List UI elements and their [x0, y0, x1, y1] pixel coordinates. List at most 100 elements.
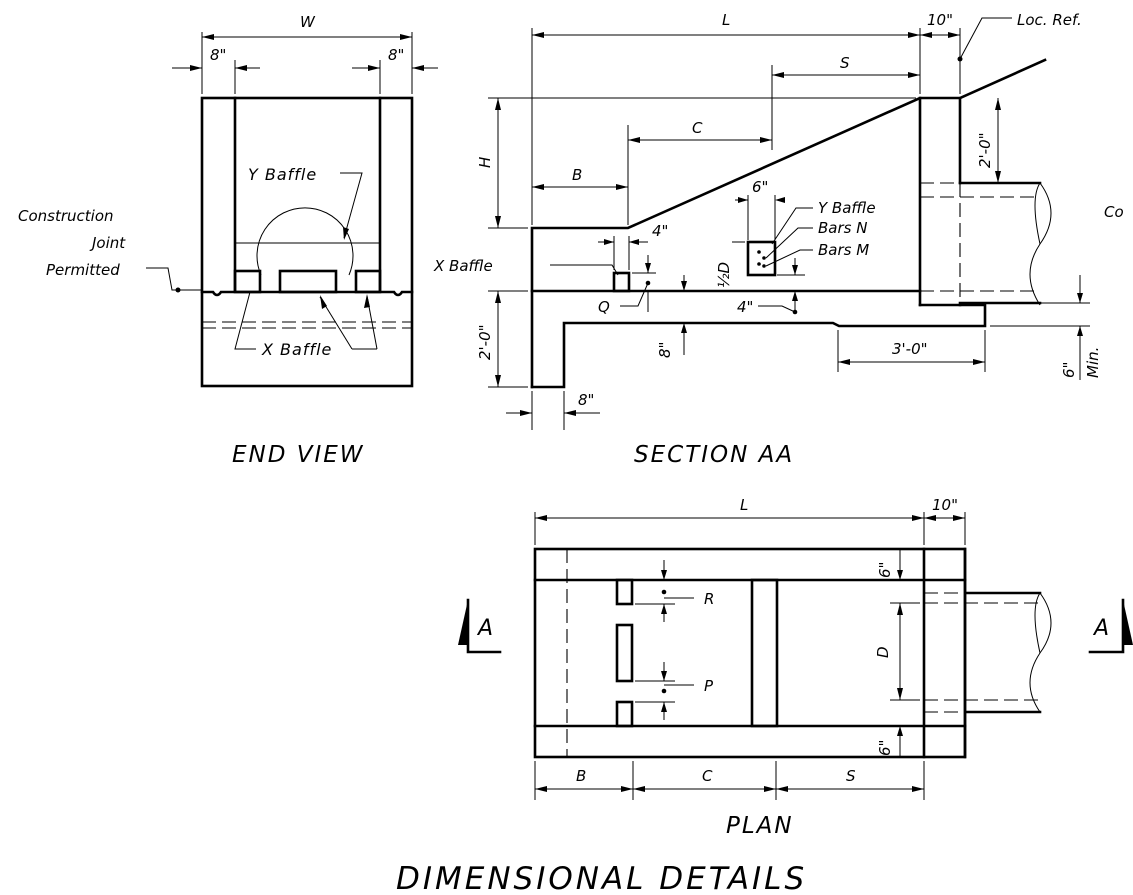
arrow-icon	[681, 323, 687, 333]
leader-dot	[175, 287, 181, 293]
leader-line	[234, 291, 256, 350]
pipe-break	[1034, 182, 1041, 245]
dim-h: H	[476, 157, 494, 168]
plan-dim-r: R	[704, 590, 714, 608]
plan-dim-6-bottom: 6"	[876, 740, 894, 756]
arrow-icon	[412, 65, 424, 71]
joint-label: Joint	[89, 234, 126, 252]
leader-dot	[957, 56, 963, 62]
dim-8-mid: 8"	[656, 342, 674, 358]
arrow-icon	[897, 726, 903, 736]
plan-dim-p: P	[704, 677, 714, 695]
bars-m-label: Bars M	[818, 241, 869, 259]
arrow-icon	[629, 239, 639, 245]
y-baffle-label: Y Baffle	[818, 199, 876, 217]
y-baffle-block	[750, 578, 779, 728]
arrow-icon	[368, 65, 380, 71]
y-baffle-label: Y Baffle	[248, 165, 317, 184]
arrow-icon	[320, 295, 327, 309]
arrow-icon	[792, 291, 798, 301]
arrow-icon	[912, 786, 924, 792]
dim-half-d: ½D	[715, 262, 733, 288]
arrow-icon	[908, 72, 920, 78]
arrow-icon	[973, 359, 985, 365]
arrow-icon	[535, 515, 547, 521]
arrow-icon	[772, 72, 784, 78]
construction-label: Construction	[18, 207, 114, 225]
leader-line	[771, 207, 813, 245]
arrow-icon	[495, 291, 501, 303]
section-aa-title: SECTION AA	[634, 442, 794, 468]
x-baffle-block	[233, 269, 262, 294]
leader-dot	[792, 309, 798, 315]
dim-l: L	[722, 11, 730, 29]
leader-line	[765, 249, 813, 267]
section-cut-left: A	[476, 616, 494, 641]
dim-6-min: 6"	[1060, 362, 1078, 378]
arrow-icon	[924, 515, 936, 521]
arrow-icon	[495, 375, 501, 387]
arrow-icon	[661, 570, 667, 580]
dim-10: 10"	[927, 11, 953, 29]
arrow-icon	[661, 604, 667, 614]
arrow-icon	[953, 515, 965, 521]
leader-line	[146, 267, 202, 291]
arrow-icon	[343, 227, 349, 240]
section-cut-line	[1088, 598, 1125, 654]
arrow-icon	[948, 32, 960, 38]
plan-dim-s: S	[846, 767, 856, 785]
pipe-break	[1034, 592, 1041, 654]
arrow-icon	[661, 702, 667, 712]
arrow-icon	[764, 786, 776, 792]
arrow-icon	[495, 216, 501, 228]
x-baffle-block	[615, 700, 634, 728]
pipe-break	[1029, 182, 1052, 306]
x-baffle-block	[615, 578, 634, 606]
plan-view: L 10" 6" 6" D R	[458, 496, 1133, 839]
arrow-icon	[535, 786, 547, 792]
dim-3-0: 3'-0"	[892, 340, 928, 358]
dim-8-left: 8"	[210, 46, 226, 64]
x-baffle-block	[612, 271, 631, 293]
arrow-icon	[661, 671, 667, 681]
y-baffle-circle	[256, 207, 354, 276]
x-baffle-block	[354, 269, 382, 294]
end-view-outline	[200, 96, 414, 388]
section-aa: L 10" Loc. Ref. S H C B	[433, 11, 1124, 468]
arrow-icon	[1077, 326, 1083, 336]
arrow-icon	[838, 359, 850, 365]
section-cut-right: A	[1092, 616, 1110, 641]
drawing-title: DIMENSIONAL DETAILS	[396, 861, 807, 895]
leader-line	[765, 227, 813, 259]
dim-w: W	[300, 13, 316, 31]
arrow-icon	[908, 32, 920, 38]
pipe-outline	[963, 547, 1042, 759]
section-cut-arrow-icon	[1123, 600, 1133, 645]
arrow-icon	[792, 265, 798, 275]
min-label: Min.	[1084, 347, 1102, 378]
y-baffle-block	[746, 240, 777, 277]
x-baffle-block	[615, 623, 634, 683]
arrow-icon	[400, 34, 412, 40]
plan-dim-l: L	[740, 496, 748, 514]
dim-s: S	[840, 54, 850, 72]
arrow-icon	[520, 410, 532, 416]
section-outline	[530, 96, 962, 389]
end-view: W 8" 8" Y Baffle X Baffle Construction J…	[18, 13, 438, 468]
arrow-icon	[681, 281, 687, 291]
leader-dot	[661, 589, 667, 595]
dim-8-bottom: 8"	[578, 391, 594, 409]
arrow-icon	[532, 184, 544, 190]
arrow-icon	[604, 239, 614, 245]
arrow-icon	[776, 786, 788, 792]
arrow-icon	[532, 32, 544, 38]
leader-line	[959, 17, 1012, 60]
leader-line	[620, 282, 649, 307]
arrow-icon	[775, 197, 785, 203]
arrow-icon	[897, 688, 903, 700]
dim-4-top: 4"	[652, 222, 668, 240]
arrow-icon	[1077, 293, 1083, 303]
x-baffle-label: X Baffle	[433, 257, 493, 275]
dim-c: C	[692, 119, 703, 137]
bar-dot	[762, 264, 766, 268]
